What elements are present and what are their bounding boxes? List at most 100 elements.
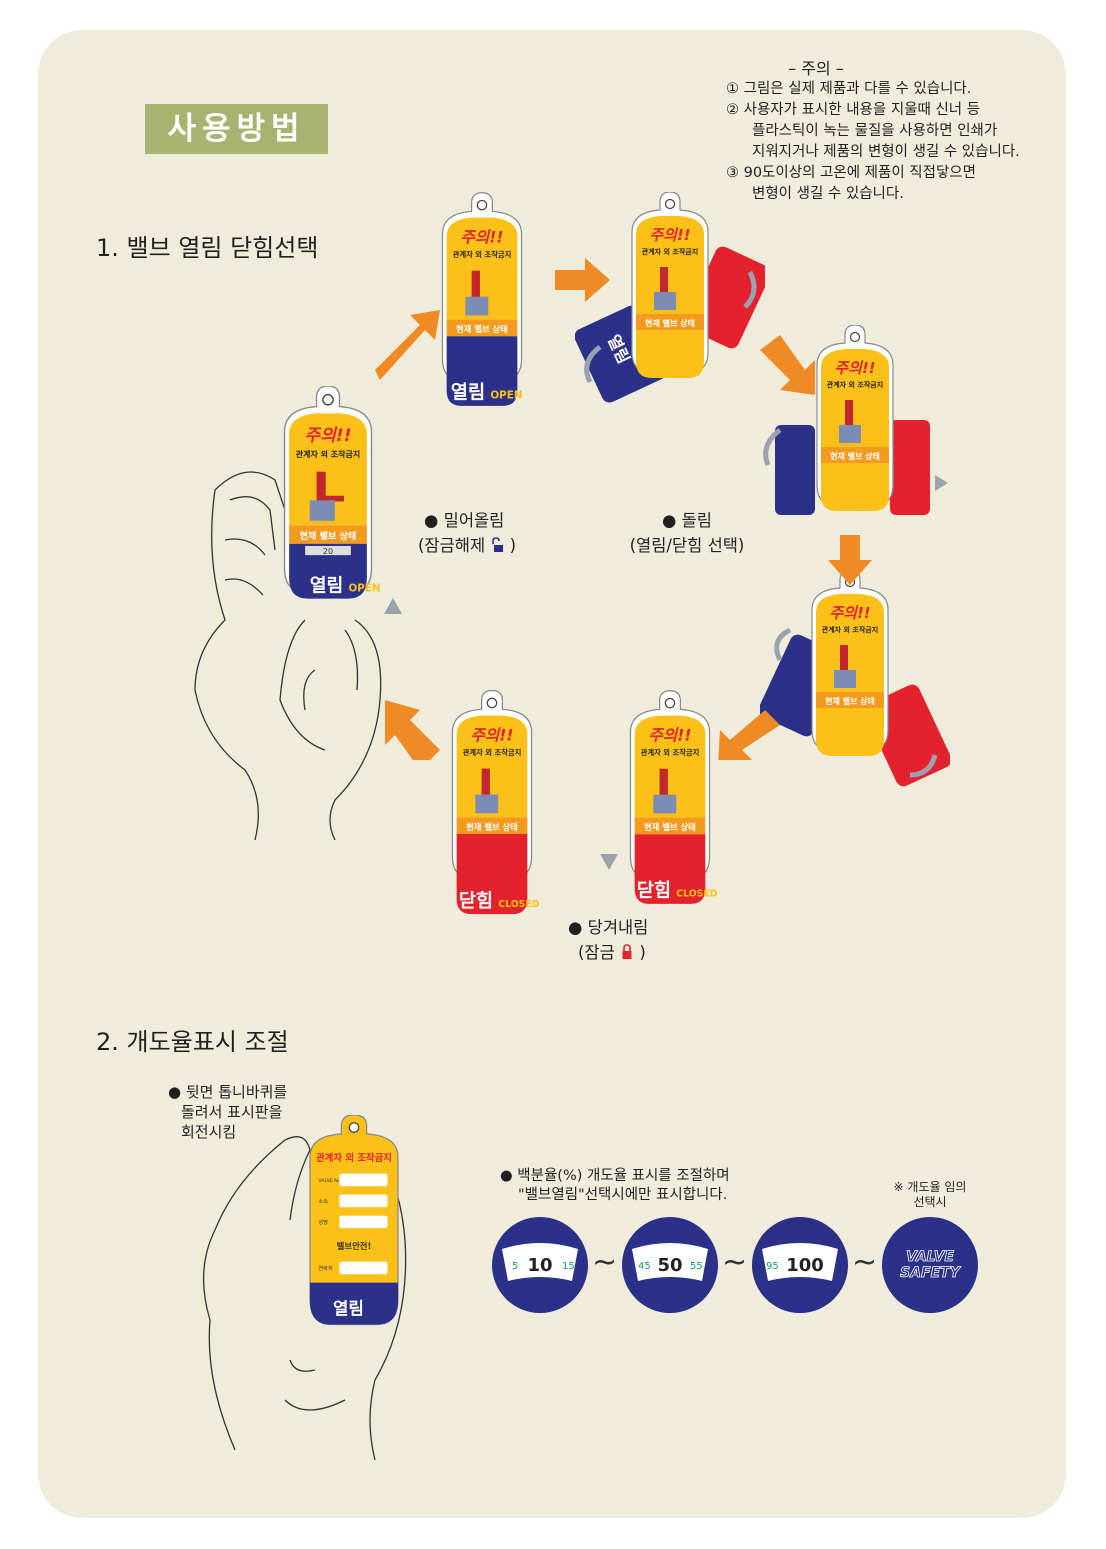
pull-caption-line: )	[639, 943, 646, 962]
page-title: 사용방법	[145, 104, 328, 154]
percent-caption-line: ● 백분율(%) 개도율 표시를 조절하며	[500, 1168, 730, 1184]
range-tilde: ~	[852, 1245, 878, 1280]
wheel-caption-line: ● 뒷면 톱니바퀴를	[168, 1083, 288, 1101]
dial-mid: 10	[527, 1255, 552, 1276]
valve-safety-dial: VALVE SAFETY	[880, 1215, 980, 1319]
tag-closed-en: CLOSED	[676, 889, 718, 900]
back-field-label: 연락처	[318, 1264, 333, 1272]
section2-heading: 2. 개도율표시 조절	[96, 1028, 289, 1056]
arrow-down-left	[718, 710, 780, 760]
pull-caption-line: ● 당겨내림	[568, 918, 649, 937]
svg-text:현재 밸브 상태: 현재 밸브 상태	[644, 822, 696, 832]
valve-tag-rotating-3: 주의!! 관계자 외 조작금지 현재 밸브 상태	[760, 570, 950, 795]
dial-high: 15	[562, 1261, 575, 1272]
range-tilde: ~	[722, 1245, 748, 1280]
tag-restricted-text: 관계자 외 조작금지	[453, 250, 512, 259]
tag-warning-text: 주의!!	[649, 226, 690, 244]
push-caption-line: ● 밀어올림	[424, 511, 505, 530]
notice-line: 변형이 생길 수 있습니다.	[752, 186, 904, 202]
tag-restricted-text: 관계자 외 조작금지	[822, 625, 878, 634]
opening-dial-10: 5 10 15	[490, 1215, 590, 1319]
tag-open-en: OPEN	[349, 583, 381, 595]
tag-warning-text: 주의!!	[649, 727, 692, 745]
hand-illustration-push	[194, 471, 382, 840]
notice-heading: – 주의 –	[788, 59, 844, 78]
push-caption: ● 밀어올림 (잠금해제 )	[418, 508, 516, 558]
wheel-caption-line: 돌려서 표시판을	[181, 1103, 283, 1121]
process-arrows	[375, 258, 872, 760]
notice-line: 플라스틱이 녹는 물질을 사용하면 인쇄가	[752, 123, 998, 139]
wheel-caption: ● 뒷면 톱니바퀴를 돌려서 표시판을 회전시킴	[168, 1082, 287, 1142]
dial-low: 5	[512, 1261, 518, 1272]
unlock-icon	[492, 537, 504, 552]
push-up-indicator-icon	[384, 598, 402, 614]
dial-high: 55	[690, 1261, 703, 1272]
tag-closed-big: 닫힘	[459, 891, 493, 912]
dial-mid: 50	[657, 1255, 682, 1276]
tag-restricted-text: 관계자 외 조작금지	[641, 748, 700, 757]
push-caption-line: )	[509, 536, 517, 555]
lock-icon	[622, 944, 632, 959]
valve-tag-rotating-2: 주의!! 관계자 외 조작금지 현재 밸브 상태	[760, 325, 950, 535]
safety-text-2: SAFETY	[900, 1265, 962, 1281]
back-field-label: VALVE No.	[318, 1178, 342, 1184]
tag-restricted-text: 관계자 외 조작금지	[827, 380, 883, 389]
valve-tag-open-1: 주의!! 관계자 외 조작금지 현재 밸브 상태 열림 OPEN	[430, 192, 534, 417]
arrow-right	[555, 258, 610, 302]
notice-box: – 주의 – ① 그림은 실제 제품과 다를 수 있습니다. ② 사용자가 표시…	[726, 58, 1020, 205]
random-note: ※ 개도율 임의 선택시	[880, 1180, 980, 1210]
pull-caption: ● 당겨내림 (잠금 )	[568, 915, 648, 965]
tag-closed-en: CLOSED	[498, 899, 540, 910]
tag-warning-text: 주의!!	[829, 604, 870, 622]
arrow-down	[828, 535, 872, 585]
tag-open-big: 열림	[310, 576, 344, 597]
svg-text:현재 밸브 상태: 현재 밸브 상태	[825, 696, 875, 706]
valve-tag-rotating-1: 열림 주의!! 관계자 외 조작금지 현재 밸브 상태	[575, 192, 765, 422]
valve-tag-closed-locked: 주의!! 관계자 외 조작금지 현재 밸브 상태 닫힘 CLOSED	[440, 690, 544, 925]
tag-restricted-text: 관계자 외 조작금지	[296, 449, 360, 459]
tag-restricted-text: 관계자 외 조작금지	[463, 748, 522, 757]
section1-heading: 1. 밸브 열림 닫힘선택	[96, 234, 319, 262]
valve-tag-open-held: 20 주의!! 관계자 외 조작금지 현재 밸브 상태 열림 OPEN	[270, 386, 386, 626]
rotate-caption-line: ● 돌림	[661, 511, 712, 530]
back-safety-text: 밸브안전!	[337, 1241, 372, 1251]
push-caption-line: (잠금해제	[418, 536, 486, 555]
percent-caption-line: "밸브열림"선택시에만 표시합니다.	[518, 1187, 728, 1203]
opening-dial-50: 45 50 55	[620, 1215, 720, 1319]
tag-open-en: OPEN	[490, 390, 522, 402]
notice-line: 지워지거나 제품의 변형이 생길 수 있습니다.	[752, 144, 1020, 160]
tag-open-big: 열림	[333, 1298, 364, 1318]
dial-low: 95	[766, 1261, 779, 1272]
svg-text:현재 밸브 상태: 현재 밸브 상태	[645, 318, 695, 328]
tag-closed-big: 닫힘	[637, 881, 671, 902]
opening-rate-number: 20	[323, 547, 333, 556]
notice-line: ② 사용자가 표시한 내용을 지울때 신너 등	[726, 102, 981, 118]
dial-low: 45	[638, 1261, 651, 1272]
pull-down-indicator-icon	[600, 854, 618, 870]
svg-text:현재 밸브 상태: 현재 밸브 상태	[830, 451, 880, 461]
notice-line: ③ 90도이상의 고온에 제품이 직접닿으면	[726, 165, 976, 181]
tag-warning-text: 주의!!	[471, 726, 514, 744]
range-tilde: ~	[592, 1245, 618, 1280]
back-field-label: 성명	[318, 1218, 328, 1226]
valve-tag-closed-pulled: 주의!! 관계자 외 조작금지 현재 밸브 상태 닫힘 CLOSED	[618, 690, 722, 915]
rotate-caption: ● 돌림 (열림/닫힘 선택)	[612, 508, 762, 558]
random-note-line: 선택시	[913, 1195, 947, 1209]
percent-caption: ● 백분율(%) 개도율 표시를 조절하며 "밸브열림"선택시에만 표시합니다.	[500, 1167, 730, 1205]
arrow-down-right	[760, 335, 815, 395]
tag-warning-text: 주의!!	[834, 359, 875, 377]
wheel-caption-line: 회전시킴	[181, 1123, 237, 1141]
arrow-up-left	[385, 700, 440, 760]
safety-text-1: VALVE	[906, 1249, 955, 1265]
tag-warning-text: 주의!!	[304, 426, 351, 446]
tag-restricted-text: 관계자 외 조작금지	[642, 247, 698, 256]
tag-open-big: 열림	[451, 383, 485, 404]
opening-dial-100: 95 100	[750, 1215, 850, 1319]
svg-text:현재 밸브 상태: 현재 밸브 상태	[456, 324, 508, 334]
dial-mid: 100	[786, 1255, 824, 1276]
notice-line: ① 그림은 실제 제품과 다를 수 있습니다.	[726, 81, 972, 97]
random-note-line: ※ 개도율 임의	[893, 1180, 967, 1194]
tag-warning-text: 주의!!	[461, 229, 504, 247]
arrow-up-right	[375, 310, 440, 380]
rotate-caption-line: (열림/닫힘 선택)	[629, 536, 745, 555]
